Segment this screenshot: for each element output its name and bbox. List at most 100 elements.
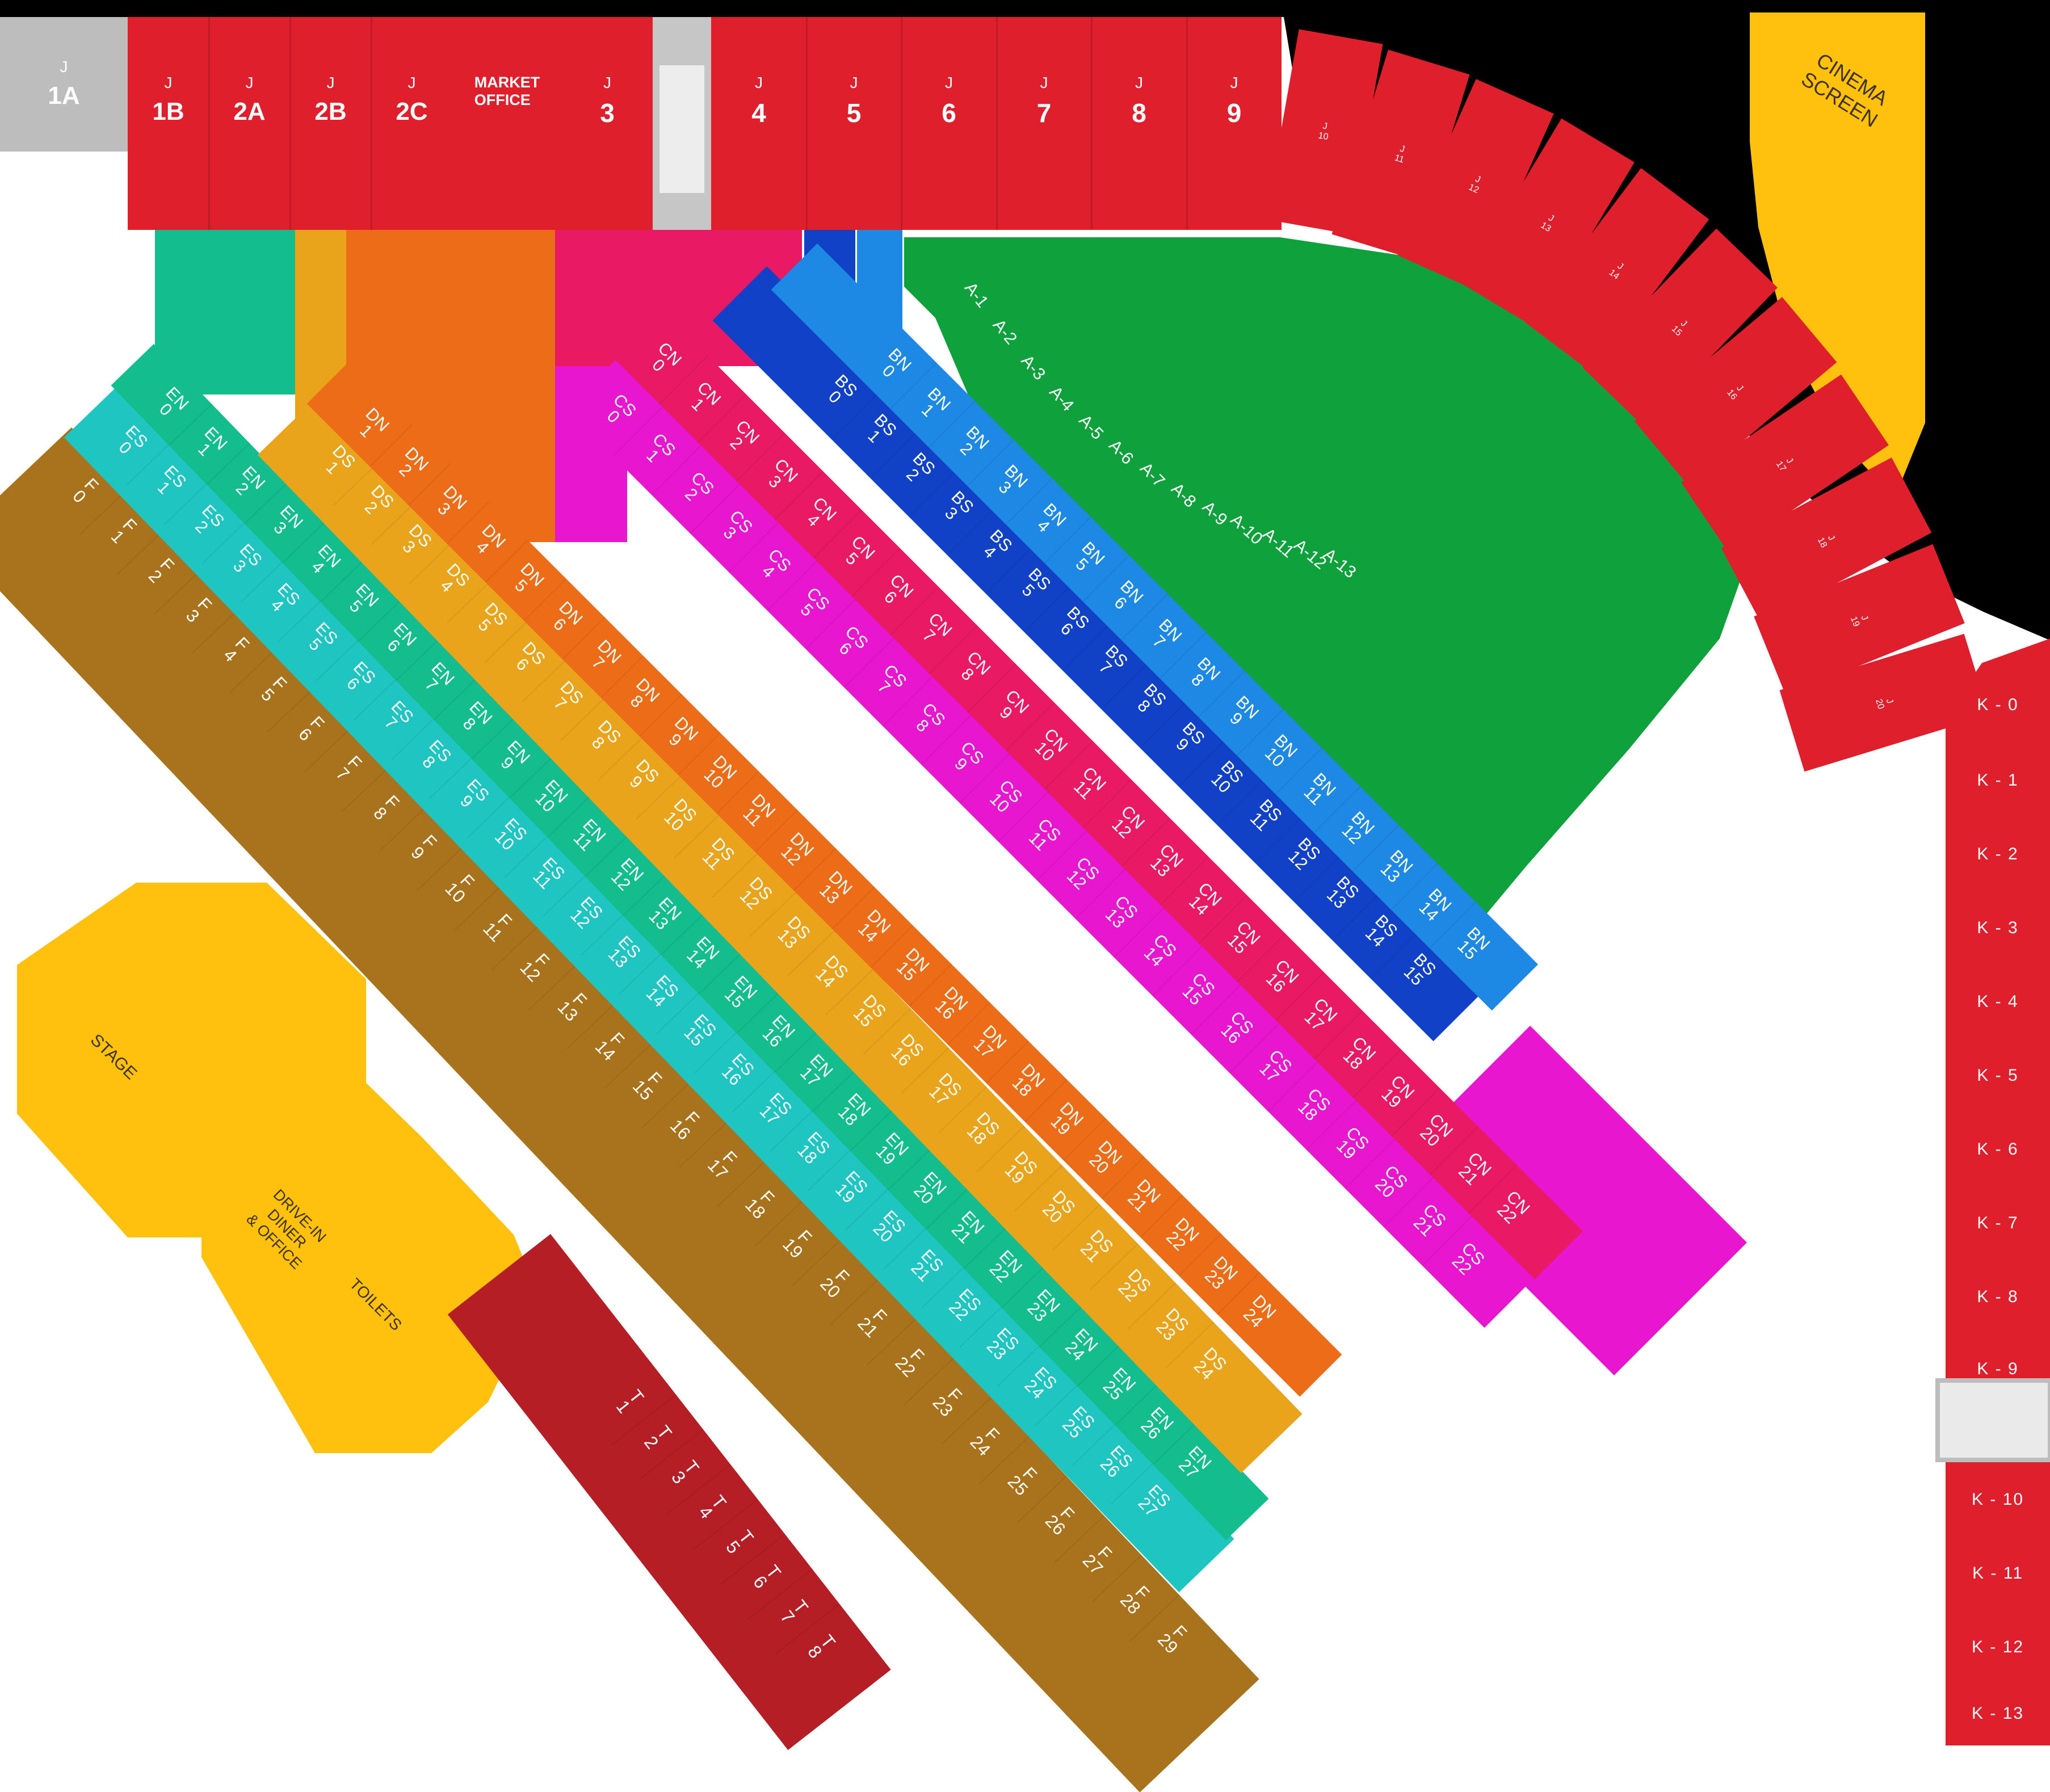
bay-k-13[interactable]: K - 13: [1971, 1704, 2024, 1723]
bay-k-6[interactable]: K - 6: [1977, 1140, 2019, 1159]
j-bay-separator: [208, 17, 210, 230]
j-bay-number: 10: [1317, 131, 1329, 142]
j-bay-number: 11: [1393, 153, 1405, 165]
j-bay-gate: [653, 17, 711, 230]
j-bay-number: 2C: [396, 98, 428, 125]
j-bay-separator: [901, 17, 902, 230]
diner-toilets-shape: [201, 1039, 539, 1453]
bay-k-5[interactable]: K - 5: [1977, 1066, 2019, 1085]
bay-k-9[interactable]: K - 9: [1977, 1359, 2019, 1378]
j-row-letter: J: [1398, 144, 1406, 155]
j-bay-number: 1A: [48, 82, 80, 110]
bay-k-0[interactable]: K - 0: [1977, 695, 2019, 714]
j-bay-number: 12: [1467, 182, 1481, 196]
bay-k-12[interactable]: K - 12: [1971, 1638, 2024, 1656]
bay-k-3[interactable]: K - 3: [1977, 918, 2019, 937]
j-row-letter: J: [326, 74, 335, 91]
bay-k-11[interactable]: K - 11: [1972, 1564, 2023, 1583]
j-row-letter: J: [164, 74, 173, 91]
j-bay-number: 8: [1132, 98, 1146, 128]
filler-en: [155, 230, 295, 395]
k-column-shape: [1946, 639, 2050, 1745]
j-row-letter: J: [245, 74, 254, 91]
j-bay-number: 3: [600, 98, 615, 128]
bay-k-1[interactable]: K - 1: [1977, 771, 2019, 790]
bay-k-8[interactable]: K - 8: [1977, 1287, 2019, 1306]
bay-k-4[interactable]: K - 4: [1977, 992, 2019, 1011]
j-bay-separator: [289, 17, 291, 230]
bay-k-7[interactable]: K - 7: [1977, 1214, 2019, 1232]
bay-k-2[interactable]: K - 2: [1977, 845, 2019, 863]
bay-k-10[interactable]: K - 10: [1971, 1490, 2024, 1509]
